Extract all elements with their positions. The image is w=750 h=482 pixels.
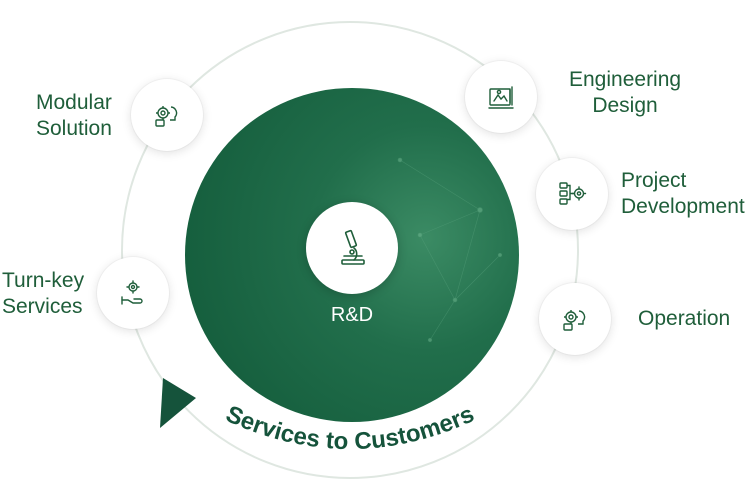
rnd-node[interactable]	[306, 202, 398, 294]
gear-bulb-icon	[563, 310, 586, 331]
hand-gear-icon	[121, 280, 143, 305]
microscope-icon	[341, 229, 365, 265]
operation-label: Operation	[638, 307, 731, 330]
outer-ring	[121, 21, 579, 479]
rnd-label: R&D	[330, 304, 374, 326]
modular-solution-node[interactable]	[131, 79, 203, 151]
turnkey-services-node[interactable]	[97, 257, 169, 329]
project-development-label: Project Development	[621, 169, 745, 218]
gear-bulb-icon	[155, 106, 178, 127]
blueprint-icon	[488, 86, 514, 109]
project-development-node[interactable]	[536, 158, 608, 230]
cycle-arrowhead	[160, 378, 196, 428]
modular-solution-label: Modular Solution	[36, 91, 112, 140]
flowchart-gear-icon	[559, 182, 587, 205]
operation-node[interactable]	[539, 283, 611, 355]
engineering-design-label: Engineering Design	[569, 68, 682, 117]
network-texture	[397, 157, 503, 343]
engineering-design-node[interactable]	[465, 61, 537, 133]
turnkey-services-label: Turn-key Services	[2, 269, 85, 318]
